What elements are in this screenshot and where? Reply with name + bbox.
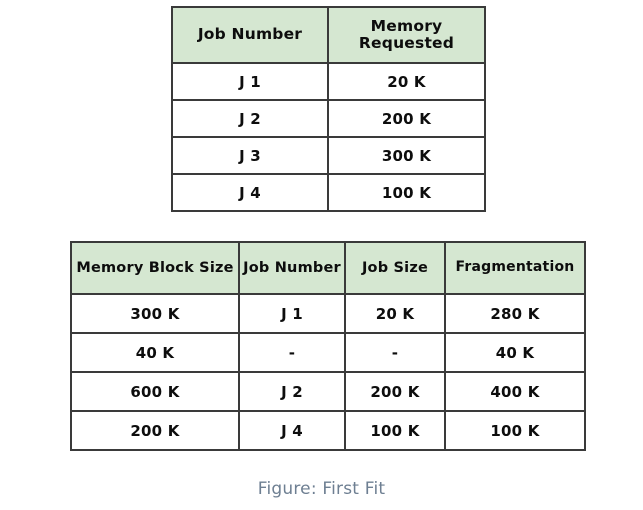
table-row: 200 K J 4 100 K 100 K xyxy=(70,410,586,451)
cell-memory-block-size: 200 K xyxy=(70,410,240,451)
cell-job-number: - xyxy=(238,332,346,373)
header-label: Job Number xyxy=(197,25,303,44)
cell-job-number: J 1 xyxy=(171,62,329,101)
cell-fragmentation: 100 K xyxy=(444,410,586,451)
cell-job-size: - xyxy=(344,332,446,373)
table-row: J 2 200 K xyxy=(171,99,486,138)
cell-memory-block-size: 300 K xyxy=(70,293,240,334)
column-header-fragmentation: Fragmentation xyxy=(444,241,586,295)
column-header-memory-requested: Memory Requested xyxy=(327,6,486,64)
allocation-table: Memory Block Size Job Number Job Size Fr… xyxy=(70,241,586,451)
table-row: J 4 100 K xyxy=(171,173,486,212)
column-header-memory-block-size: Memory Block Size xyxy=(70,241,240,295)
table-row: 600 K J 2 200 K 400 K xyxy=(70,371,586,412)
table-row: J 3 300 K xyxy=(171,136,486,175)
cell-job-number: J 1 xyxy=(238,293,346,334)
cell-memory-requested: 20 K xyxy=(327,62,486,101)
cell-job-size: 20 K xyxy=(344,293,446,334)
table-row: 300 K J 1 20 K 280 K xyxy=(70,293,586,334)
header-label: Job Size xyxy=(361,259,429,276)
cell-job-number: J 4 xyxy=(171,173,329,212)
cell-memory-requested: 100 K xyxy=(327,173,486,212)
table-header-row: Job Number Memory Requested xyxy=(171,6,486,64)
cell-job-number: J 3 xyxy=(171,136,329,175)
table-header-row: Memory Block Size Job Number Job Size Fr… xyxy=(70,241,586,295)
header-label: Memory Block Size xyxy=(76,259,234,276)
header-label: Memory Requested xyxy=(358,16,455,52)
cell-memory-block-size: 600 K xyxy=(70,371,240,412)
figure-caption: Figure: First Fit xyxy=(257,479,386,499)
column-header-job-number: Job Number xyxy=(171,6,329,64)
table-row: J 1 20 K xyxy=(171,62,486,101)
job-request-table: Job Number Memory Requested J 1 20 K J 2… xyxy=(171,6,486,212)
cell-fragmentation: 280 K xyxy=(444,293,586,334)
cell-memory-block-size: 40 K xyxy=(70,332,240,373)
cell-job-number: J 2 xyxy=(171,99,329,138)
header-label: Fragmentation xyxy=(455,259,575,276)
cell-job-number: J 2 xyxy=(238,371,346,412)
cell-job-size: 200 K xyxy=(344,371,446,412)
header-label: Job Number xyxy=(243,259,341,276)
cell-job-size: 100 K xyxy=(344,410,446,451)
cell-fragmentation: 400 K xyxy=(444,371,586,412)
table-row: 40 K - - 40 K xyxy=(70,332,586,373)
cell-memory-requested: 300 K xyxy=(327,136,486,175)
column-header-job-size: Job Size xyxy=(344,241,446,295)
cell-memory-requested: 200 K xyxy=(327,99,486,138)
cell-job-number: J 4 xyxy=(238,410,346,451)
cell-fragmentation: 40 K xyxy=(444,332,586,373)
column-header-job-number: Job Number xyxy=(238,241,346,295)
